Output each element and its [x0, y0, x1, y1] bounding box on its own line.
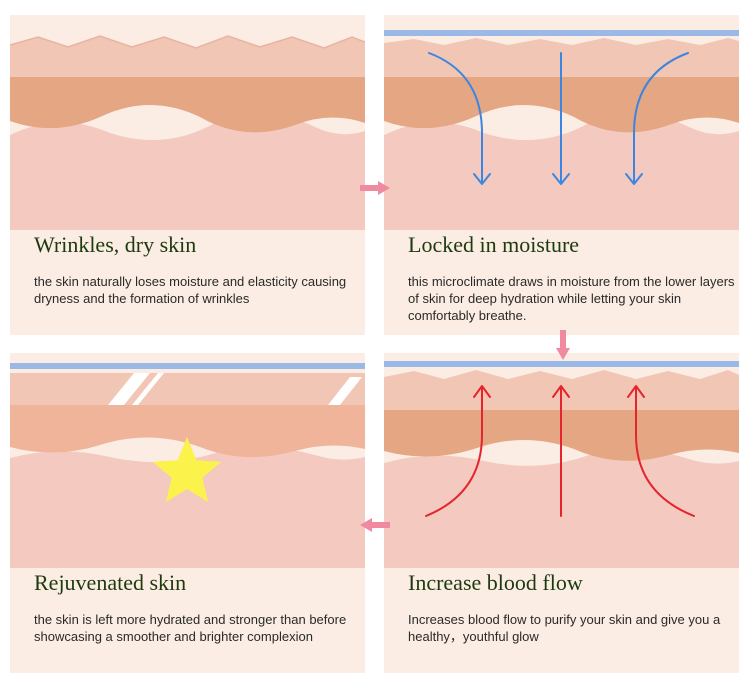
moisture-film — [384, 361, 739, 367]
panel-description: this microclimate draws in moisture from… — [408, 274, 735, 323]
panel-title: Locked in moisture — [408, 232, 580, 257]
panel-title: Rejuvenated skin — [34, 570, 187, 595]
skin-layers-illustration — [10, 35, 365, 230]
blood-flow-arrows — [425, 385, 695, 517]
panel-locked-in-moisture: Locked in moisture this microclimate dra… — [384, 15, 739, 335]
star-icon — [152, 437, 222, 503]
panel-title: Increase blood flow — [408, 570, 583, 595]
moisture-film — [384, 30, 739, 36]
flow-arrow-left — [360, 518, 390, 532]
panel-rejuvenated-skin: Rejuvenated skin the skin is left more h… — [10, 353, 365, 673]
flow-arrow-down — [556, 330, 570, 360]
panel-increase-blood-flow: Increase blood flow Increases blood flow… — [384, 353, 739, 673]
moisture-arrows — [428, 52, 689, 185]
panel-title: Wrinkles, dry skin — [34, 232, 197, 257]
panel-wrinkles-dry-skin: Wrinkles, dry skin the skin naturally lo… — [10, 15, 365, 335]
blood-arrow-right — [635, 386, 695, 517]
moisture-film — [10, 363, 365, 369]
panel-description: Increases blood flow to purify your skin… — [408, 612, 721, 644]
blood-arrow-left — [425, 386, 483, 517]
light-reflection-stripes — [108, 373, 362, 405]
panel-description: the skin naturally loses moisture and el… — [34, 274, 347, 306]
skin-layers-illustration — [10, 373, 365, 568]
flow-arrow-right — [360, 181, 390, 195]
panel-description: the skin is left more hydrated and stron… — [34, 612, 347, 644]
moisture-arrow-left — [428, 52, 483, 184]
moisture-arrow-right — [633, 52, 689, 184]
